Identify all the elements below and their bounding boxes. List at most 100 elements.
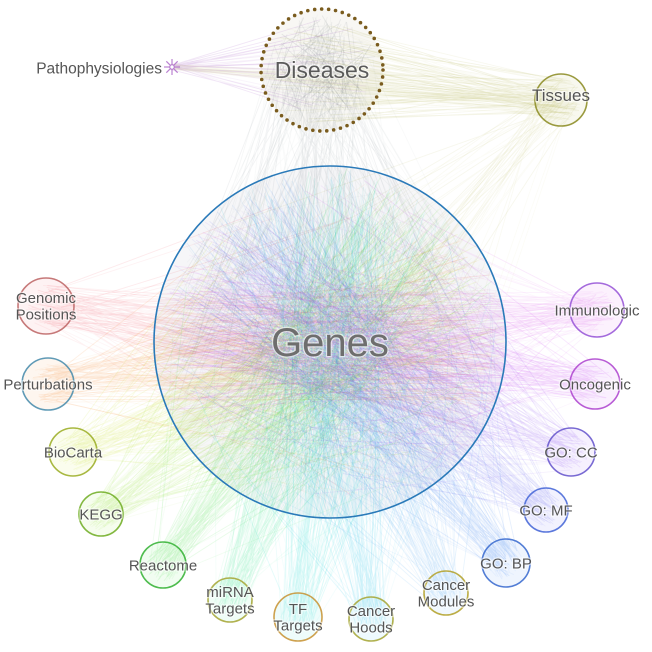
edge-layer (25, 15, 618, 635)
underlay-layer (154, 9, 506, 518)
node-biocarta[interactable] (48, 427, 98, 477)
label-line: Immunologic (554, 302, 640, 319)
node-reactome[interactable] (139, 541, 187, 589)
node-cancer-modules[interactable] (423, 570, 469, 616)
edge-bundle-tissues-genes (171, 81, 578, 490)
edge-bundle-tf-targets (221, 180, 488, 635)
label-line: Diseases (275, 57, 370, 83)
diseases-underlay (261, 9, 383, 131)
edge-bundle-go-bp (173, 178, 524, 577)
node-kegg[interactable] (78, 491, 124, 537)
edge-bundle-oncogenic (158, 185, 614, 465)
node-tf-targets[interactable] (273, 592, 323, 642)
genes-underlay (154, 166, 506, 518)
edge-bundle-tissues-genes (185, 91, 578, 501)
edge-bundle-cancer-modules (186, 171, 497, 608)
edge-bundle-tf-targets (193, 173, 441, 634)
edge-bundle-immunologic (161, 207, 618, 473)
node-cancer-hoods[interactable] (348, 596, 394, 642)
label-line: Genes (271, 321, 389, 365)
edge-bundle-go-bp (176, 172, 524, 580)
edge-bundle-kegg (86, 192, 503, 528)
edge-bundle-mirna-targets (215, 171, 481, 616)
edge-bundle-cancer-hoods (233, 169, 492, 634)
genes-inner-web (167, 192, 500, 505)
diseases-inner-web (267, 15, 373, 122)
edge-bundle-cancer-hoods (164, 167, 457, 634)
diseases-inner-web (270, 17, 376, 112)
label-line: Targets (205, 601, 254, 618)
label-line: Hoods (349, 620, 392, 637)
edge-bundle-mirna-targets (213, 172, 450, 615)
edge-bundle-go-mf (161, 197, 562, 524)
node-immunologic[interactable] (569, 282, 625, 338)
edge-bundle-cancer-modules (184, 176, 462, 610)
node-perturbations[interactable] (21, 357, 75, 411)
node-go-bp-label: GO: BP (480, 555, 532, 572)
label-line: Genomic (16, 290, 77, 307)
node-pathophysiologies[interactable] (164, 59, 180, 75)
label-line: Targets (273, 618, 322, 635)
node-diseases[interactable] (259, 7, 385, 133)
label-line: GO: CC (544, 444, 598, 461)
node-tissues-label: Tissues (532, 86, 590, 105)
edge-bundle-patho-diseases (169, 42, 369, 110)
edge-bundle-oncogenic (159, 250, 610, 496)
node-oncogenic[interactable] (569, 358, 621, 410)
label-line: Cancer (347, 603, 395, 620)
edge-bundle-perturbations (29, 183, 498, 499)
edge-bundle-go-cc (164, 221, 588, 495)
node-go-mf[interactable] (523, 487, 569, 533)
edge-bundle-cancer-hoods (208, 174, 438, 632)
node-diseases-label: Diseases (275, 57, 370, 83)
node-mirna-targets[interactable] (207, 577, 253, 623)
edge-bundle-tissues-patho (171, 64, 576, 114)
label-line: Pathophysiologies (36, 60, 162, 77)
label-layer: Genes Diseases PathophysiologiesTissuesGen… (2, 56, 641, 638)
label-line: Cancer (422, 577, 470, 594)
edge-bundle-genomic-positions (28, 206, 495, 496)
node-go-cc-label: GO: CC (544, 444, 598, 461)
edge-bundle-perturbations (37, 241, 500, 484)
edge-bundle-genomic-positions (25, 267, 498, 469)
node-genes-label: Genes (271, 321, 389, 365)
edge-bundle-tissues-patho (169, 63, 579, 113)
edge-bundle-biocarta (57, 216, 498, 494)
edge-bundle-reactome (146, 180, 491, 581)
node-genes[interactable] (153, 165, 507, 519)
edge-bundle-genomic-positions (27, 218, 498, 474)
node-go-bp[interactable] (481, 538, 531, 588)
node-go-mf-label: GO: MF (519, 502, 572, 519)
node-tissues[interactable] (534, 73, 588, 127)
node-perturbations-label: Perturbations (3, 376, 92, 393)
edge-bundle-reactome (145, 167, 492, 582)
label-line: Tissues (532, 86, 590, 105)
label-line: TF (289, 601, 307, 618)
node-reactome-label: Reactome (129, 557, 197, 574)
label-line: BioCarta (44, 444, 103, 461)
edge-bundle-tissues-diseases (270, 26, 581, 121)
node-pathophysiologies-label: Pathophysiologies (36, 60, 162, 77)
edge-bundle-go-bp (188, 193, 522, 578)
label-line: GO: BP (480, 555, 532, 572)
node-spoke (165, 67, 172, 74)
edge-bundle-biocarta (57, 228, 493, 471)
node-genomic-positions[interactable] (17, 277, 75, 335)
node-go-cc[interactable] (546, 427, 596, 477)
node-oncogenic-label: Oncogenic (559, 376, 631, 393)
label-line: Perturbations (3, 376, 92, 393)
node-immunologic-label: Immunologic (554, 302, 640, 319)
node-kegg-label: KEGG (79, 506, 122, 523)
edge-bundle-reactome (145, 191, 465, 582)
label-line: GO: MF (519, 502, 572, 519)
edge-bundle-perturbations (31, 234, 498, 471)
edge-bundle-kegg (88, 186, 490, 531)
label-line: KEGG (79, 506, 122, 523)
edge-bundle-tissues-genes (201, 77, 578, 478)
